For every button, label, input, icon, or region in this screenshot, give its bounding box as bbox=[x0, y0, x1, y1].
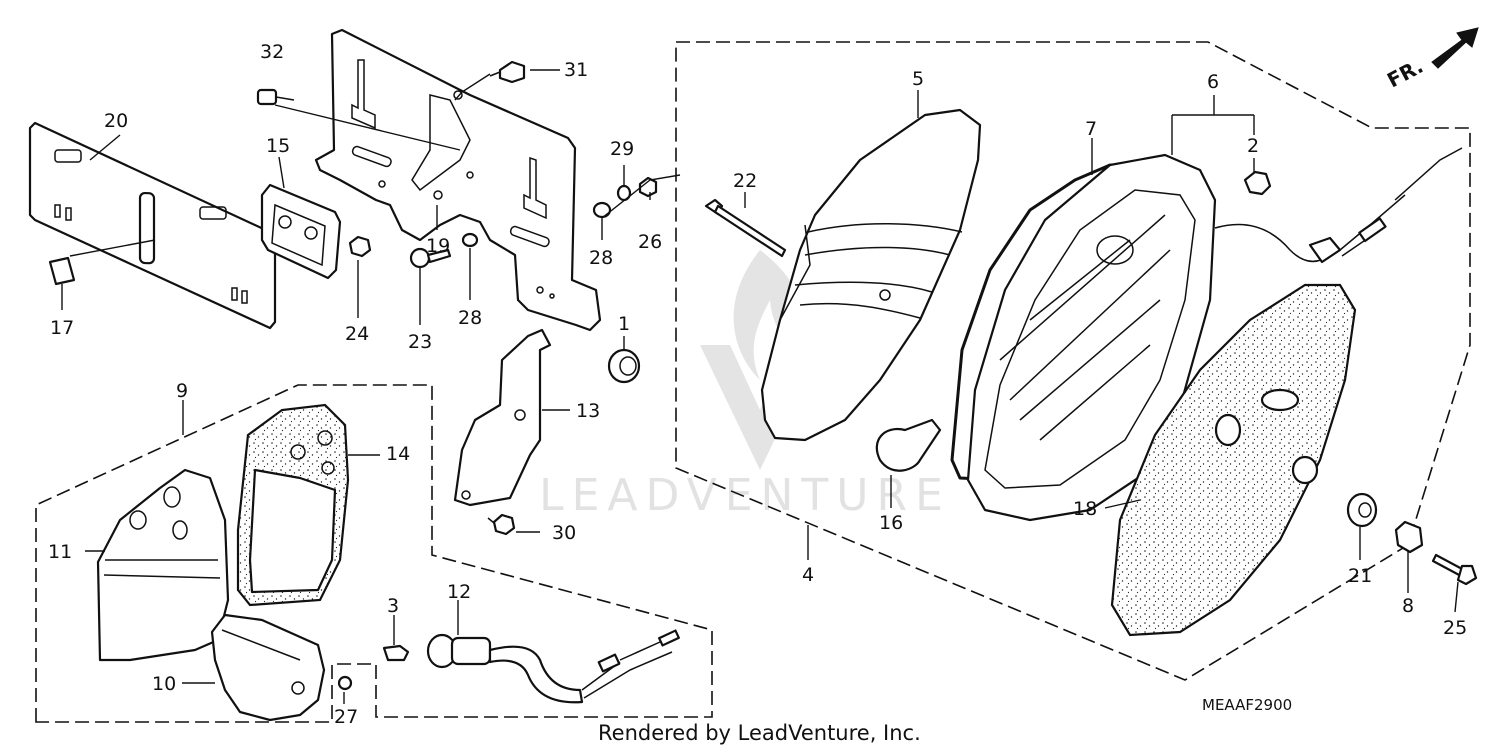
callout-8[interactable]: 8 bbox=[1402, 595, 1414, 617]
tail-light-group-boundary bbox=[675, 41, 1471, 681]
part-11-light-housing[interactable] bbox=[96, 468, 230, 662]
callout-28a[interactable]: 28 bbox=[458, 307, 482, 329]
part-14-gasket[interactable] bbox=[236, 403, 350, 607]
front-direction-label: FR. bbox=[1383, 54, 1427, 93]
part-8-collar[interactable] bbox=[1394, 520, 1424, 554]
part-1-grommet[interactable] bbox=[607, 348, 641, 384]
callout-14[interactable]: 14 bbox=[386, 443, 410, 465]
callout-11[interactable]: 11 bbox=[48, 541, 72, 563]
part-22-screw[interactable] bbox=[704, 198, 787, 258]
part-18-tail-gasket[interactable] bbox=[1110, 283, 1357, 637]
part-3-bulb[interactable] bbox=[382, 644, 410, 662]
part-32-bolt[interactable] bbox=[256, 88, 295, 106]
part-27-nut[interactable] bbox=[337, 675, 353, 691]
callout-30[interactable]: 30 bbox=[552, 522, 576, 544]
part-17-rubber-pad[interactable] bbox=[48, 256, 76, 286]
callout-27[interactable]: 27 bbox=[334, 706, 358, 728]
part-15-license-lens[interactable] bbox=[260, 183, 342, 280]
part-5-tail-lens[interactable] bbox=[760, 108, 982, 442]
callout-9[interactable]: 9 bbox=[176, 380, 188, 402]
callout-3[interactable]: 3 bbox=[387, 595, 399, 617]
callout-12[interactable]: 12 bbox=[447, 581, 471, 603]
callout-28b[interactable]: 28 bbox=[589, 247, 613, 269]
part-26-nut[interactable] bbox=[638, 176, 658, 198]
diagram-code: MEAAF2900 bbox=[1202, 696, 1292, 714]
part-28-washer[interactable] bbox=[461, 232, 479, 248]
part-20-license-plate-base[interactable] bbox=[28, 121, 277, 330]
part-25-screw[interactable] bbox=[1431, 553, 1478, 586]
part-30-screw[interactable] bbox=[487, 513, 516, 536]
callout-7[interactable]: 7 bbox=[1085, 118, 1097, 140]
part-2-grommet[interactable] bbox=[1243, 170, 1272, 196]
part-23-screw[interactable] bbox=[409, 247, 452, 269]
callout-19[interactable]: 19 bbox=[426, 235, 450, 257]
callout-26[interactable]: 26 bbox=[638, 231, 662, 253]
callout-31[interactable]: 31 bbox=[564, 59, 588, 81]
callout-20[interactable]: 20 bbox=[104, 110, 128, 132]
part-19-license-bracket[interactable] bbox=[314, 28, 602, 332]
callout-23[interactable]: 23 bbox=[408, 331, 432, 353]
callout-25[interactable]: 25 bbox=[1443, 617, 1467, 639]
callout-22[interactable]: 22 bbox=[733, 170, 757, 192]
footer-credit: Rendered by LeadVenture, Inc. bbox=[598, 721, 921, 745]
callout-29[interactable]: 29 bbox=[610, 138, 634, 160]
callout-5[interactable]: 5 bbox=[912, 68, 924, 90]
part-13-light-bracket[interactable] bbox=[453, 328, 552, 507]
callout-21[interactable]: 21 bbox=[1348, 565, 1372, 587]
callout-4[interactable]: 4 bbox=[802, 564, 814, 586]
part-10-light-body[interactable] bbox=[210, 613, 326, 722]
leader-lines bbox=[61, 69, 1459, 704]
callout-16[interactable]: 16 bbox=[879, 512, 903, 534]
callout-13[interactable]: 13 bbox=[576, 400, 600, 422]
callout-6[interactable]: 6 bbox=[1207, 71, 1219, 93]
part-16-bulb[interactable] bbox=[875, 418, 942, 472]
callout-17[interactable]: 17 bbox=[50, 317, 74, 339]
license-light-group-boundary bbox=[35, 384, 713, 723]
front-direction-arrow-icon: FR. bbox=[1383, 27, 1479, 93]
part-6-tail-housing[interactable] bbox=[966, 147, 1463, 522]
callout-1[interactable]: 1 bbox=[618, 313, 630, 335]
part-28-washer-2[interactable] bbox=[592, 201, 612, 219]
callout-10[interactable]: 10 bbox=[152, 673, 176, 695]
part-21-grommet[interactable] bbox=[1346, 492, 1378, 528]
part-24-nut[interactable] bbox=[348, 235, 372, 258]
callout-labels: 20 15 17 32 31 19 24 23 28 28 29 26 1 13… bbox=[48, 41, 1467, 728]
callout-2[interactable]: 2 bbox=[1247, 135, 1259, 157]
callout-15[interactable]: 15 bbox=[266, 135, 290, 157]
part-31-bolt[interactable] bbox=[489, 60, 526, 84]
callout-32[interactable]: 32 bbox=[260, 41, 284, 63]
part-12-socket-harness[interactable] bbox=[426, 629, 680, 704]
callout-18[interactable]: 18 bbox=[1073, 498, 1097, 520]
callout-24[interactable]: 24 bbox=[345, 323, 369, 345]
